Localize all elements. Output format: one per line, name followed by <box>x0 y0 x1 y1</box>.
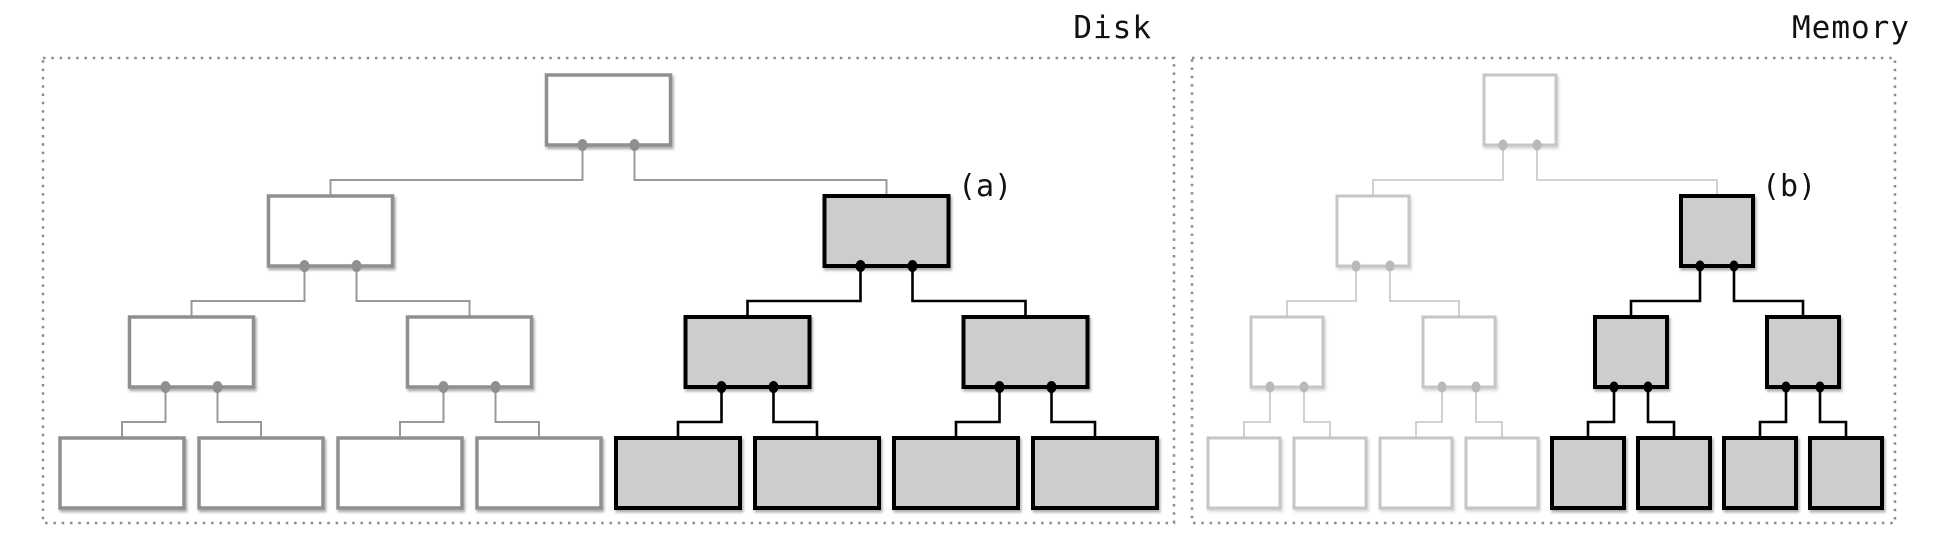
tree-edge <box>329 145 584 196</box>
tree-leaf-node <box>58 436 186 510</box>
tree-edge <box>1415 387 1443 438</box>
pointer-dot <box>1385 260 1395 272</box>
tree-edge <box>911 266 1027 317</box>
tree-node <box>961 315 1090 389</box>
tree-edge <box>1286 266 1357 317</box>
pointer-dot <box>1471 381 1481 393</box>
tree-leaf-node <box>336 436 464 510</box>
tree-leaf-node <box>1031 436 1159 510</box>
pointer-dot <box>994 381 1005 393</box>
pointer-dot <box>1815 381 1825 393</box>
tree-node <box>1765 315 1841 389</box>
tree-leaf-node <box>1550 436 1626 510</box>
tree-edge <box>1629 266 1702 317</box>
tree-leaf-node <box>1808 436 1884 510</box>
tree-edge <box>121 387 167 438</box>
tree-edge <box>1475 387 1503 438</box>
tree-node <box>1593 315 1669 389</box>
tree-edge <box>772 387 819 438</box>
pointer-dot <box>160 381 171 393</box>
tree-leaf-node <box>1206 436 1282 510</box>
pointer-dot <box>907 260 918 272</box>
tree-edge <box>1646 387 1676 438</box>
tree-leaf-node <box>1464 436 1540 510</box>
tree-edge <box>1303 387 1331 438</box>
pointer-dot <box>1609 381 1619 393</box>
pointer-dot <box>438 381 449 393</box>
pointer-dot <box>1695 260 1705 272</box>
tree-edge <box>1586 387 1616 438</box>
tree-leaf-node <box>1292 436 1368 510</box>
pointer-dot <box>1643 381 1653 393</box>
tree-leaf-node <box>197 436 325 510</box>
tree-leaf-node <box>475 436 603 510</box>
disk-panel-label: Disk <box>1073 10 1152 46</box>
tree-edge <box>676 387 723 438</box>
tree-edge <box>746 266 862 317</box>
tree-leaf-node <box>892 436 1020 510</box>
tree-node <box>1335 194 1411 268</box>
tree-edge <box>1243 387 1271 438</box>
tree-edge <box>494 387 540 438</box>
tree-node <box>127 315 256 389</box>
tree-node <box>1421 315 1497 389</box>
tree-edge <box>399 387 445 438</box>
annotation-b-label: (b) <box>1762 169 1817 204</box>
tree-node <box>683 315 812 389</box>
tree-edge <box>355 266 471 317</box>
memory-panel-label: Memory <box>1792 10 1910 46</box>
tree-node <box>822 194 951 268</box>
annotation-a-label: (a) <box>958 169 1013 204</box>
tree-edge <box>1050 387 1097 438</box>
memory-tree <box>1190 56 1897 525</box>
pointer-dot <box>1351 260 1361 272</box>
tree-edge <box>1389 266 1460 317</box>
pointer-dot <box>1046 381 1057 393</box>
pointer-dot <box>768 381 779 393</box>
pointer-dot <box>299 260 310 272</box>
pointer-dot <box>212 381 223 393</box>
pointer-dot <box>855 260 866 272</box>
tree-leaf-node <box>614 436 742 510</box>
pointer-dot <box>1299 381 1309 393</box>
tree-edge <box>1372 145 1504 196</box>
tree-edge <box>1758 387 1788 438</box>
pointer-dot <box>1437 381 1447 393</box>
pointer-dot <box>490 381 501 393</box>
pointer-dot <box>629 139 640 151</box>
pointer-dot <box>1532 139 1542 151</box>
pointer-dot <box>1781 381 1791 393</box>
tree-edge <box>1818 387 1848 438</box>
tree-leaf-node <box>1722 436 1798 510</box>
tree-edge <box>1536 145 1718 196</box>
tree-node <box>1679 194 1755 268</box>
tree-leaf-node <box>1378 436 1454 510</box>
pointer-dot <box>716 381 727 393</box>
tree-node <box>1482 73 1558 147</box>
tree-leaf-node <box>753 436 881 510</box>
disk-tree <box>41 56 1176 525</box>
tree-node <box>544 73 673 147</box>
pointer-dot <box>577 139 588 151</box>
tree-node <box>266 194 395 268</box>
tree-edge <box>1732 266 1805 317</box>
disk-panel-border <box>41 56 1176 525</box>
tree-node <box>405 315 534 389</box>
tree-edge <box>954 387 1001 438</box>
pointer-dot <box>1265 381 1275 393</box>
tree-leaf-node <box>1636 436 1712 510</box>
tree-node <box>1249 315 1325 389</box>
pointer-dot <box>1729 260 1739 272</box>
pointer-dot <box>1498 139 1508 151</box>
tree-edge <box>190 266 306 317</box>
pointer-dot <box>351 260 362 272</box>
tree-edge <box>216 387 262 438</box>
memory-panel-border <box>1190 56 1897 525</box>
tree-edge <box>633 145 888 196</box>
